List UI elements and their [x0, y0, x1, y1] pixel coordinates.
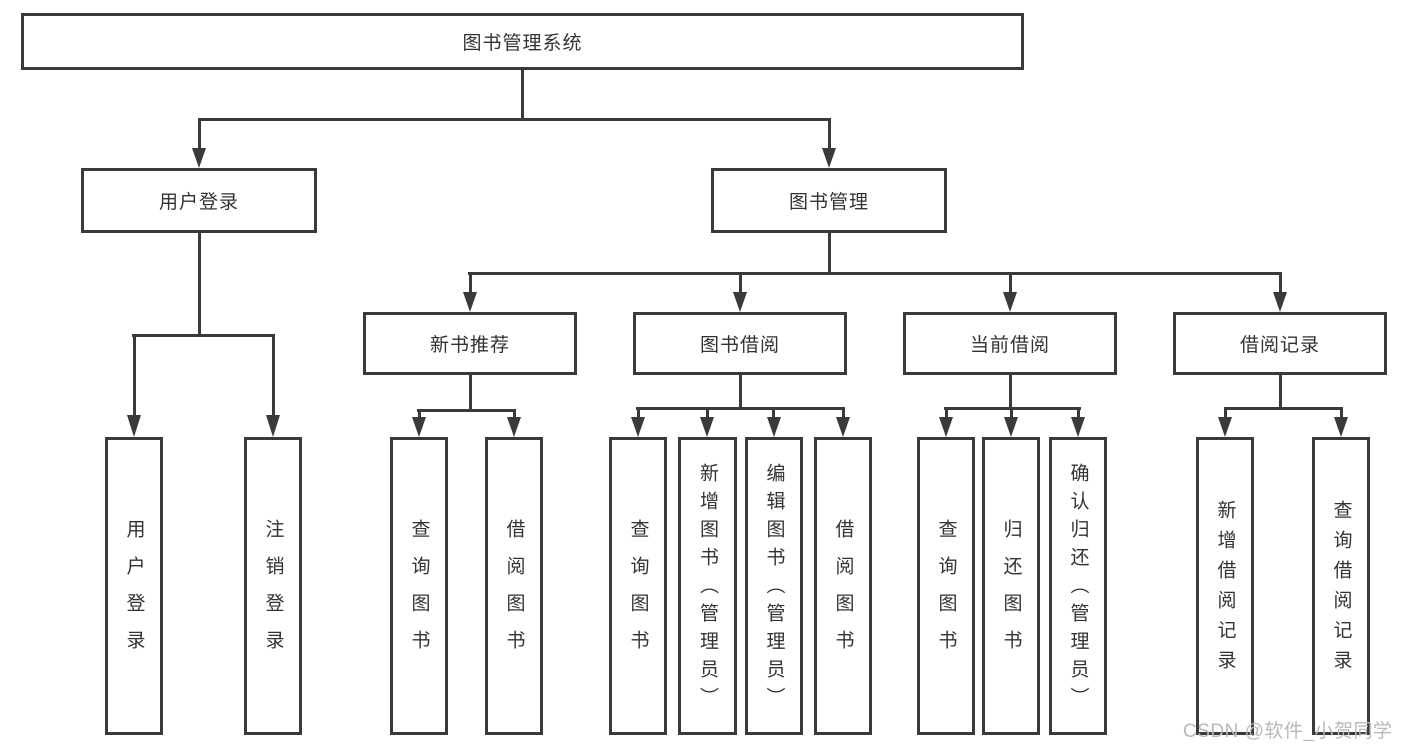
connector-new-books-rail	[417, 409, 516, 412]
connector-new-books-stem	[469, 375, 472, 411]
arrowhead-d2	[1004, 417, 1018, 437]
arrowhead-c3	[767, 417, 781, 437]
leaf-add-books-admin-label: 新增图书（管理员）	[697, 463, 718, 715]
leaf-query-books-3: 查询图书	[917, 437, 975, 735]
connector-arrow-d1-shaft	[945, 407, 948, 417]
connector-arrow-d2-shaft	[1010, 407, 1013, 417]
arrowhead-e2	[1334, 417, 1348, 437]
arrowhead-c4	[836, 417, 850, 437]
node-user-login: 用户登录	[81, 168, 317, 233]
node-user-login-label: 用户登录	[158, 192, 239, 213]
connector-user-login-stem	[198, 233, 201, 337]
leaf-user-login-label: 用户登录	[123, 519, 145, 667]
leaf-borrow-books-2: 借阅图书	[814, 437, 872, 735]
connector-arrow-leaf-logout-shaft	[272, 334, 275, 417]
connector-arrow-c3-shaft	[772, 407, 775, 417]
leaf-add-borrow-record-label: 新增借阅记录	[1214, 500, 1236, 680]
node-current-borrow: 当前借阅	[903, 312, 1117, 375]
leaf-return-books: 归还图书	[982, 437, 1040, 735]
connector-root-rail	[198, 118, 831, 121]
arrowhead-d1	[939, 417, 953, 437]
leaf-borrow-books-1: 借阅图书	[485, 437, 543, 735]
connector-arrow-e1-shaft	[1224, 407, 1227, 417]
node-root-label: 图书管理系统	[462, 33, 583, 54]
connector-book-borrow-stem	[739, 375, 742, 410]
connector-arrow-b1-shaft	[418, 409, 421, 419]
arrowhead-user-login	[192, 148, 206, 168]
connector-book-mgmt-stem	[828, 233, 831, 275]
connector-arrow-new-books-shaft	[469, 272, 472, 294]
connector-book-mgmt-rail	[468, 272, 1282, 275]
node-borrow-records-label: 借阅记录	[1239, 335, 1320, 356]
leaf-query-books-3-label: 查询图书	[935, 519, 957, 667]
connector-arrow-c1-shaft	[637, 407, 640, 417]
leaf-edit-books-admin-label: 编辑图书（管理员）	[763, 463, 785, 715]
arrowhead-b2	[507, 417, 521, 437]
connector-arrow-c2-shaft	[706, 407, 709, 417]
connector-current-borrow-stem	[1009, 375, 1012, 410]
connector-user-login-rail	[132, 334, 275, 337]
leaf-add-borrow-record: 新增借阅记录	[1196, 437, 1254, 735]
arrowhead-leaf-login	[127, 415, 141, 437]
connector-root-stem	[521, 70, 524, 120]
arrowhead-b1	[412, 417, 426, 437]
connector-book-borrow-rail	[636, 407, 845, 410]
connector-arrow-borrow-records-shaft	[1279, 272, 1282, 294]
connector-arrow-current-borrow-shaft	[1009, 272, 1012, 294]
leaf-query-books-1: 查询图书	[390, 437, 448, 735]
arrowhead-e1	[1218, 417, 1232, 437]
node-book-mgmt-label: 图书管理	[788, 192, 869, 213]
leaf-borrow-books-2-label: 借阅图书	[832, 519, 854, 667]
connector-arrow-b2-shaft	[513, 409, 516, 419]
leaf-query-books-1-label: 查询图书	[408, 519, 430, 667]
arrowhead-new-books	[463, 292, 477, 312]
connector-arrow-book-mgmt-shaft	[828, 118, 831, 150]
csdn-watermark: CSDN @软件_小贺同学	[1183, 721, 1393, 742]
leaf-confirm-return-admin-label: 确认归还（管理员）	[1067, 463, 1089, 715]
connector-borrow-records-rail	[1224, 407, 1343, 410]
node-root: 图书管理系统	[21, 13, 1024, 70]
leaf-return-books-label: 归还图书	[1000, 519, 1022, 667]
node-book-mgmt: 图书管理	[711, 168, 947, 233]
node-book-borrow-label: 图书借阅	[699, 335, 780, 356]
connector-arrow-book-borrow-shaft	[739, 272, 742, 294]
connector-arrow-user-login-shaft	[198, 118, 201, 150]
leaf-query-borrow-record-label: 查询借阅记录	[1330, 500, 1352, 680]
leaf-query-borrow-record: 查询借阅记录	[1312, 437, 1370, 735]
arrowhead-borrow-records	[1273, 292, 1287, 312]
connector-arrow-e2-shaft	[1340, 407, 1343, 417]
connector-borrow-records-stem	[1279, 375, 1282, 410]
leaf-user-login: 用户登录	[105, 437, 163, 735]
arrowhead-c2	[700, 417, 714, 437]
leaf-query-books-2-label: 查询图书	[627, 519, 649, 667]
leaf-logout: 注销登录	[244, 437, 302, 735]
leaf-edit-books-admin: 编辑图书（管理员）	[745, 437, 803, 735]
node-new-books: 新书推荐	[363, 312, 577, 375]
connector-arrow-leaf-login-shaft	[133, 334, 136, 417]
node-borrow-records: 借阅记录	[1173, 312, 1387, 375]
connector-arrow-d3-shaft	[1077, 407, 1080, 417]
arrowhead-book-mgmt	[822, 148, 836, 168]
leaf-confirm-return-admin: 确认归还（管理员）	[1049, 437, 1107, 735]
node-book-borrow: 图书借阅	[633, 312, 847, 375]
arrowhead-current-borrow	[1003, 292, 1017, 312]
arrowhead-book-borrow	[733, 292, 747, 312]
leaf-add-books-admin: 新增图书（管理员）	[678, 437, 737, 735]
leaf-logout-label: 注销登录	[262, 519, 284, 667]
node-current-borrow-label: 当前借阅	[969, 335, 1050, 356]
node-new-books-label: 新书推荐	[429, 335, 510, 356]
arrowhead-leaf-logout	[266, 415, 280, 437]
arrowhead-c1	[631, 417, 645, 437]
leaf-borrow-books-1-label: 借阅图书	[503, 519, 525, 667]
leaf-query-books-2: 查询图书	[609, 437, 667, 735]
arrowhead-d3	[1071, 417, 1085, 437]
connector-arrow-c4-shaft	[842, 407, 845, 417]
